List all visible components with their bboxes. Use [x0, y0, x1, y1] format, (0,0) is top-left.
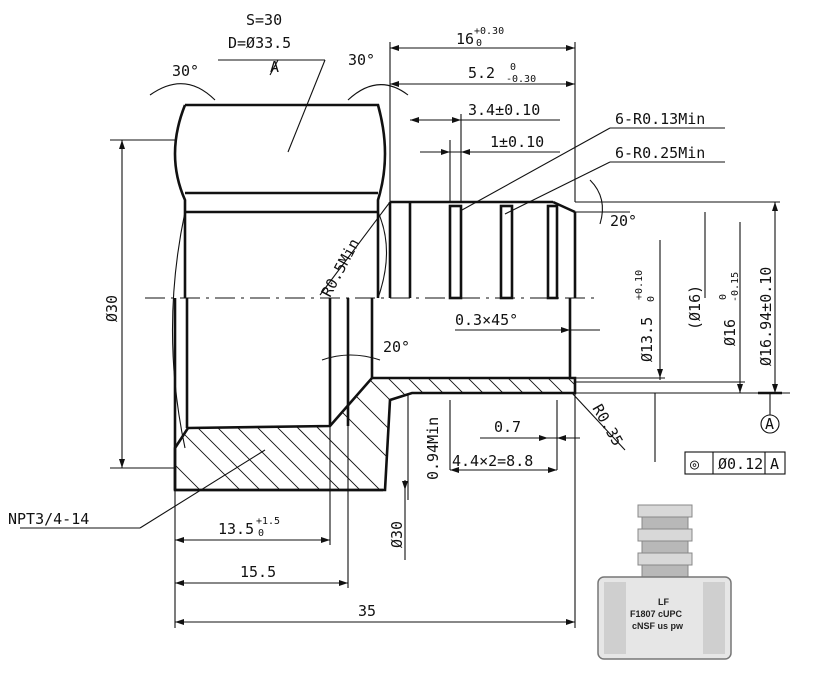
- dim-thread-len: 13.5: [218, 520, 254, 538]
- dim-wall-min: 0.94Min: [424, 417, 442, 480]
- dim-angle-barb: 20°: [610, 212, 637, 230]
- dim-0-7: 0.7: [494, 418, 521, 436]
- dim-groove-len-lower: -0.30: [506, 74, 536, 85]
- dim-d13-5: Ø13.5: [638, 317, 656, 362]
- tol-symbol: ◎: [690, 455, 699, 473]
- dim-left-dia: Ø30: [103, 295, 121, 322]
- dim-d16-lower: -0.15: [730, 272, 741, 302]
- hex-body: [171, 103, 388, 492]
- dim-angle-bore: 20°: [383, 338, 410, 356]
- dim-groove-len-upper: 0: [510, 62, 516, 73]
- dim-r-fillet: R0.5Min: [318, 236, 364, 300]
- hex-size-label: S=30: [246, 11, 282, 29]
- top-dimensions: [389, 42, 725, 225]
- dim-total-len-lower: 0: [476, 38, 482, 49]
- dim-thread-len-upper: +1.5: [256, 516, 280, 527]
- dim-d13-5-lower: 0: [646, 296, 657, 302]
- dim-r035: R0.35: [589, 401, 627, 449]
- r05-leader: [319, 201, 391, 296]
- dim-d16-94: Ø16.94±0.10: [757, 267, 775, 366]
- photo-line-1: LF: [658, 597, 669, 607]
- right-diameters: [575, 201, 790, 394]
- hex-chamfer-arcs: [149, 59, 409, 153]
- tol-value: Ø0.12: [718, 455, 763, 473]
- bottom-dimensions: [20, 392, 656, 628]
- chamfer-dim: [455, 327, 600, 333]
- barb-tail: [388, 200, 577, 300]
- dim-r-min-1: 6-R0.13Min: [615, 110, 705, 128]
- tolerance-frame: [684, 451, 786, 475]
- photo-line-2: F1807 cUPC: [630, 609, 683, 619]
- hex-chamfer-left: 30°: [172, 62, 199, 80]
- dim-thread-len-lower: 0: [258, 528, 264, 539]
- dim-left-diameter: [110, 139, 175, 469]
- bore-angle-arc: [321, 354, 381, 361]
- dim-d16: Ø16: [721, 319, 739, 346]
- thread-label: NPT3/4-14: [8, 510, 89, 528]
- tol-datum: A: [770, 455, 779, 473]
- dim-mid-len: 3.4±0.10: [468, 101, 540, 119]
- product-photo: [597, 504, 732, 660]
- bore: [328, 298, 572, 426]
- dim-pitch: 4.4×2=8.8: [452, 452, 533, 470]
- hatched-section: [173, 376, 577, 492]
- dim-len-15-5: 15.5: [240, 563, 276, 581]
- dim-d13-5-upper: +0.10: [634, 270, 645, 300]
- photo-line-3: cNSF us pw: [632, 621, 684, 631]
- datum-a-symbol: [758, 391, 782, 434]
- dim-d16-upper: 0: [718, 294, 729, 300]
- dim-r-min-2: 6-R0.25Min: [615, 144, 705, 162]
- dim-total-len-upper: +0.30: [474, 26, 504, 37]
- datum-a-label: A: [765, 415, 774, 433]
- dim-d16-ref: (Ø16): [686, 285, 704, 330]
- dim-groove-len: 5.2: [468, 64, 495, 82]
- dim-len-35: 35: [358, 602, 376, 620]
- dim-chamfer: 0.3×45°: [455, 311, 518, 329]
- dim-bottom-dia: Ø30: [388, 521, 406, 548]
- hex-diameter-label: D=Ø33.5: [228, 34, 291, 52]
- dim-barb-width: 1±0.10: [490, 133, 544, 151]
- hex-chamfer-right: 30°: [348, 51, 375, 69]
- dim-total-len: 16: [456, 30, 474, 48]
- datum-triangle: A: [270, 58, 279, 76]
